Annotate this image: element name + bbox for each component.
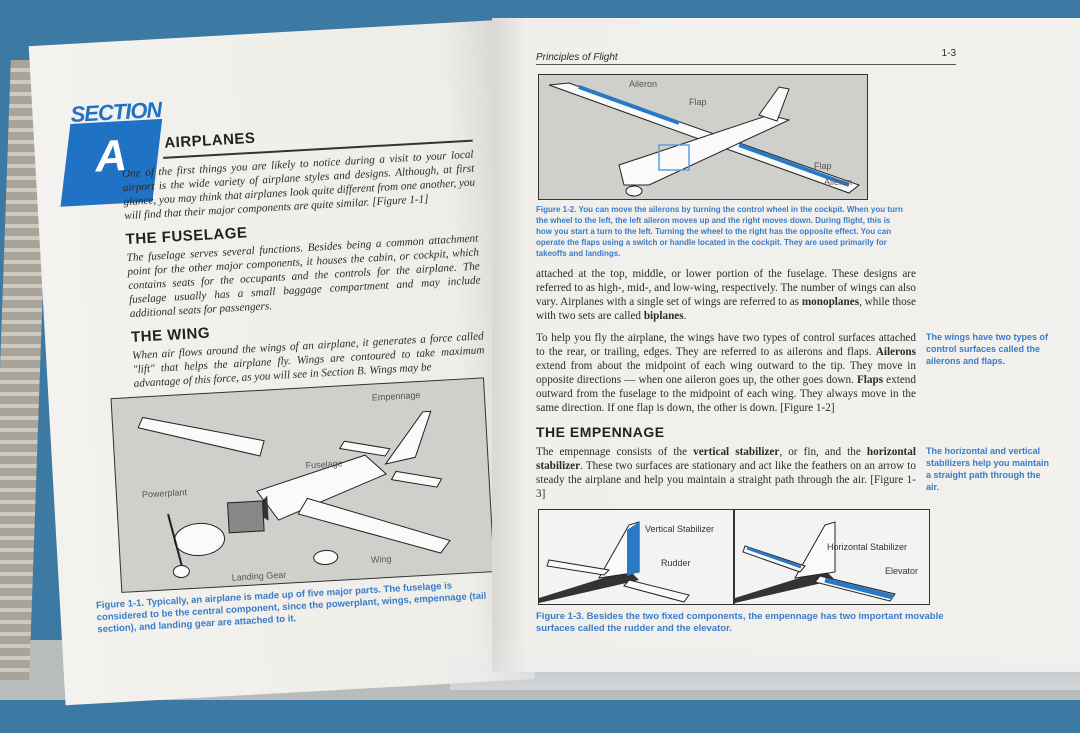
control-surfaces-row: To help you fly the airplane, the wings … — [536, 331, 1056, 415]
running-head: Principles of Flight — [536, 52, 618, 63]
label-aileron-right: Aileron — [824, 177, 852, 187]
empennage-heading: THE EMPENNAGE — [536, 424, 665, 440]
figure-1-3-elevator-panel: Horizontal Stabilizer Elevator — [734, 509, 930, 605]
fuselage-shape — [618, 114, 791, 186]
figure-1-2: Aileron Flap Flap Aileron — [538, 74, 868, 200]
control-surfaces-paragraph: To help you fly the airplane, the wings … — [536, 332, 916, 414]
empennage-row: The empennage consists of the vertical s… — [536, 445, 1056, 501]
right-wing-shape — [297, 497, 451, 554]
label-wing: Wing — [371, 554, 392, 565]
label-rudder: Rudder — [661, 558, 691, 568]
right-page-column: Aileron Flap Flap Aileron Figure 1-2. Yo… — [536, 18, 1056, 635]
right-page: Principles of Flight 1-3 Aileron Flap Fl… — [492, 18, 1080, 672]
label-horizontal-stabilizer: Horizontal Stabilizer — [827, 542, 907, 552]
rudder-highlight — [627, 522, 639, 576]
label-empennage: Empennage — [372, 390, 421, 403]
aileron-right — [738, 143, 850, 187]
tail-shape — [758, 86, 790, 122]
empennage-paragraph: The empennage consists of the vertical s… — [536, 446, 916, 500]
margin-note-stabilizers: The horizontal and vertical stabilizers … — [926, 446, 1050, 492]
figure-1-2-caption: Figure 1-2. You can move the ailerons by… — [536, 205, 903, 258]
margin-note-control-surfaces: The wings have two types of control surf… — [926, 332, 1049, 366]
page-number: 1-3 — [941, 48, 956, 59]
header-rule — [536, 64, 956, 65]
label-flap-right: Flap — [814, 161, 832, 171]
label-powerplant: Powerplant — [142, 487, 188, 500]
figure-1-3-caption: Figure 1-3. Besides the two fixed compon… — [536, 611, 944, 634]
section-word: SECTION — [69, 96, 162, 127]
figure-1-1: Empennage Fuselage Powerplant Wing Landi… — [110, 377, 495, 593]
aileron-flap-illustration: Aileron Flap Flap Aileron — [548, 79, 861, 197]
airplane-parts-illustration: Empennage Fuselage Powerplant Wing Landi… — [137, 390, 451, 583]
figure-1-3-rudder-panel: Vertical Stabilizer Rudder — [538, 509, 734, 605]
left-wing-shape — [137, 416, 265, 457]
label-landing-gear: Landing Gear — [231, 570, 286, 583]
label-elevator: Elevator — [885, 566, 918, 576]
label-vertical-stabilizer: Vertical Stabilizer — [645, 524, 714, 534]
label-aileron-top: Aileron — [629, 79, 657, 89]
fuselage-shape — [256, 454, 388, 521]
tail-shape — [384, 410, 432, 465]
propeller-shape — [167, 513, 185, 572]
cowling-shape — [174, 522, 226, 557]
label-fuselage: Fuselage — [305, 458, 343, 470]
left-page: SECTION A AIRPLANES One of the first thi… — [28, 20, 535, 706]
engine-shape — [227, 500, 265, 534]
left-page-column: AIRPLANES One of the first things you ar… — [96, 118, 499, 635]
figure-1-3: Vertical Stabilizer Rudder Horizontal St… — [538, 509, 1056, 605]
label-flap-top: Flap — [689, 97, 707, 107]
elevator-highlight — [824, 577, 894, 600]
intro-paragraph: One of the first things you are likely t… — [121, 148, 476, 223]
wing-types-paragraph: attached at the top, middle, or lower po… — [536, 268, 916, 322]
aileron-left — [578, 85, 680, 125]
